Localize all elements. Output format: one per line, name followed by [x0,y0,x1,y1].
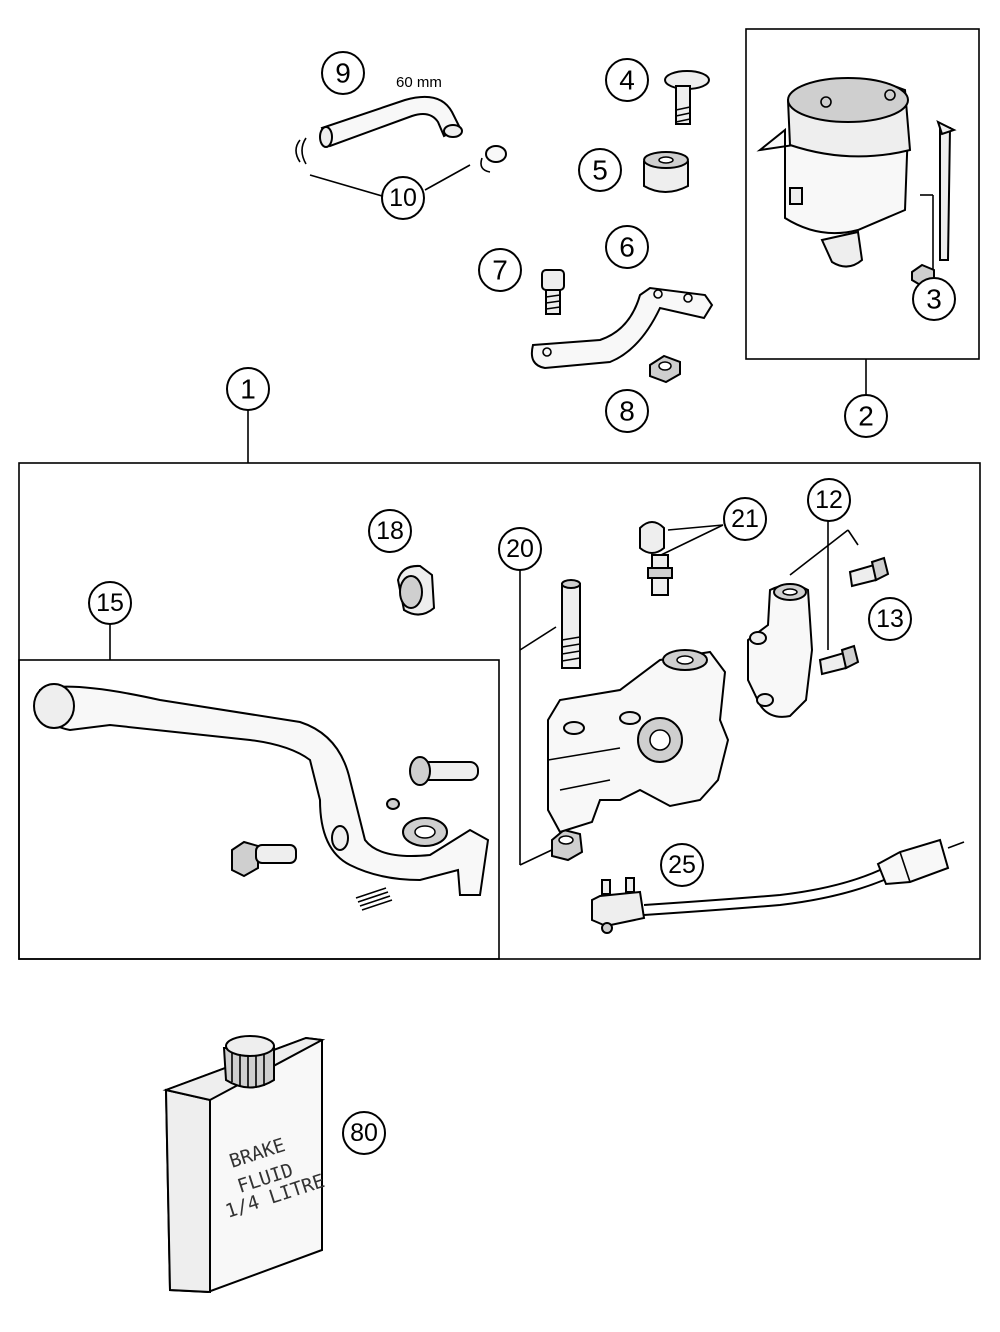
brake-switch-part-25 [591,838,965,934]
brake-fluid-bottle-part-80: BRAKE FLUID 1/4 LITRE [162,1035,327,1294]
callout-21: 21 [723,497,767,541]
fluid-reservoir-part-2 [756,77,912,268]
callout-21-label: 21 [731,505,759,533]
hose-clamps-part-10 [295,137,507,173]
screw-part-7 [541,269,565,315]
callout-10-label: 10 [389,184,417,212]
stud-part-20 [551,579,584,862]
leader-lines [109,164,934,866]
screw-part-4 [664,70,710,125]
callout-80: 80 [342,1111,386,1155]
callout-1: 1 [226,367,270,411]
reservoir-group-frame [745,28,980,360]
bracket-part-6 [530,286,714,370]
callout-25-label: 25 [668,851,696,879]
nut-part-8 [649,354,681,384]
callout-18: 18 [368,509,412,553]
hose-part-9 [319,96,463,148]
brake-lever-part-15 [33,683,490,896]
callout-9-label: 9 [335,58,351,89]
bleeder-part-21 [639,521,673,596]
callout-13-label: 13 [876,605,904,633]
callout-3: 3 [912,277,956,321]
callout-10: 10 [381,176,425,220]
callout-12-label: 12 [815,486,843,514]
callout-9: 9 [321,51,365,95]
callout-25: 25 [660,843,704,887]
callout-6: 6 [605,225,649,269]
master-cylinder-body [547,649,730,834]
callout-7: 7 [478,248,522,292]
callout-20-label: 20 [506,535,534,563]
callout-2: 2 [844,394,888,438]
hose-length-note: 60 mm [396,74,442,91]
lever-spring [355,887,393,911]
clamp-bolts-part-13 [818,556,890,676]
callout-20: 20 [498,527,542,571]
callout-15: 15 [88,581,132,625]
callout-1-label: 1 [240,374,256,405]
clamp-part-12 [747,583,814,718]
callout-8: 8 [605,389,649,433]
callout-7-label: 7 [492,255,508,286]
callout-12: 12 [807,478,851,522]
callout-6-label: 6 [619,232,635,263]
callout-18-label: 18 [376,517,404,545]
callout-2-label: 2 [858,401,874,432]
callout-15-label: 15 [96,589,124,617]
callout-4-label: 4 [619,65,635,96]
lever-group-frame [18,659,500,960]
lever-pin [409,756,479,786]
callout-8-label: 8 [619,396,635,427]
callout-80-label: 80 [350,1119,378,1147]
callout-5: 5 [578,148,622,192]
cap-part-18 [396,564,436,616]
callout-5-label: 5 [592,155,608,186]
grommet-part-5 [643,151,689,193]
lever-bolt [231,840,297,878]
callout-13: 13 [868,597,912,641]
callout-4: 4 [605,58,649,102]
callout-3-label: 3 [926,284,942,315]
